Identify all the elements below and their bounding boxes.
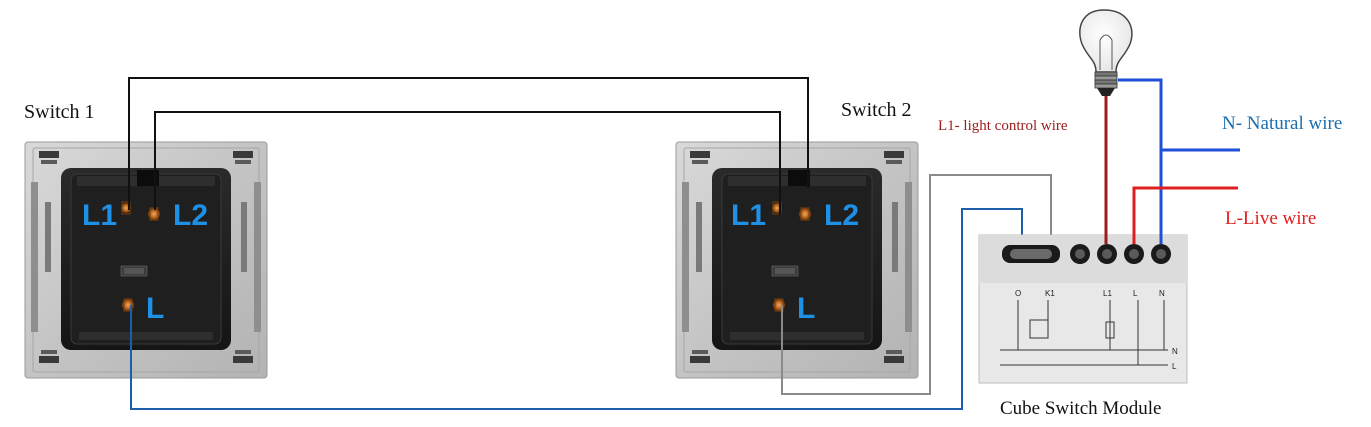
module-label-k1: K1 (1045, 289, 1055, 298)
module-label-n-rail: N (1172, 347, 1178, 356)
switch-2-terminal-l2: L2 (824, 199, 859, 232)
light-control-wire-label: L1- light control wire (938, 118, 1068, 134)
signal-wires (130, 174, 1052, 410)
traveler-wires (128, 77, 809, 215)
module-caption: Cube Switch Module (1000, 398, 1162, 419)
switch-1-terminal-l2: L2 (173, 199, 208, 232)
module-label-l: L (1133, 289, 1138, 298)
traveler-wire-inner (154, 111, 781, 215)
switch-2-terminal-l: L (797, 292, 815, 325)
switch-2-title: Switch 2 (841, 99, 912, 121)
live-wire (1132, 186, 1238, 244)
signal-wire-gray (781, 174, 1052, 395)
signal-wire-blue (130, 208, 1023, 410)
module-label-o: O (1015, 289, 1021, 298)
switch-1: Switch 1 L1 L2 L (24, 101, 268, 379)
live-wire-label: L-Live wire (1225, 208, 1316, 229)
cube-switch-module: O K1 L1 L N N L Cube Switch Module (978, 234, 1188, 419)
module-label-l1: L1 (1103, 289, 1112, 298)
switch-1-terminal-l1: L1 (82, 199, 117, 232)
switch-2-terminal-l1: L1 (731, 199, 766, 232)
module-label-l-rail: L (1172, 362, 1177, 371)
switch-1-title: Switch 1 (24, 101, 95, 123)
traveler-wire-outer (128, 77, 809, 210)
switch-1-terminal-l: L (146, 292, 164, 325)
module-label-n: N (1159, 289, 1165, 298)
power-wires (1104, 78, 1240, 244)
switch-2: Switch 2 L1 L2 L (675, 99, 919, 379)
neutral-wire (1118, 78, 1163, 244)
module-schematic (1000, 300, 1168, 366)
neutral-wire-label: N- Natural wire (1222, 113, 1342, 134)
light-bulb-icon (1079, 9, 1133, 96)
